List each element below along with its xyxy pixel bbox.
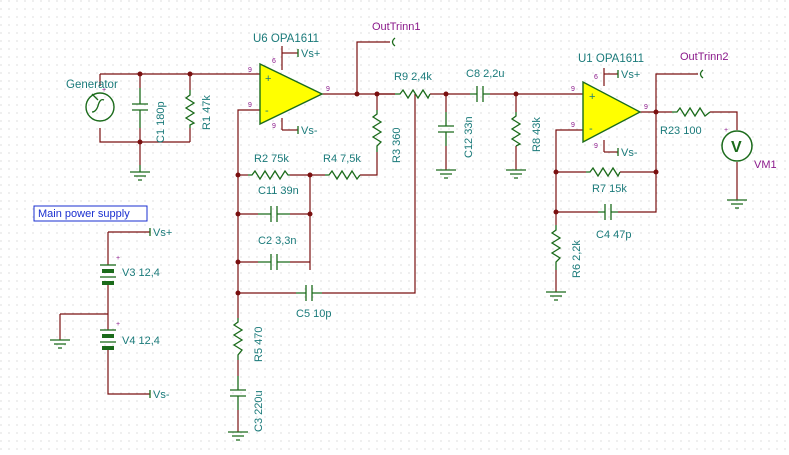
r3-resistor[interactable] <box>371 110 383 152</box>
u6-minus-sign: - <box>265 105 269 117</box>
r8-label: R8 43k <box>531 117 543 152</box>
u6-pin-label: 9 <box>272 123 276 130</box>
u6-pin-label: 9 <box>326 86 330 93</box>
r5-resistor[interactable] <box>232 318 244 360</box>
c3-capacitor[interactable] <box>230 376 246 410</box>
u6-vsminus-label: Vs- <box>301 125 318 137</box>
c3-label: C3 220u <box>253 390 265 432</box>
r9-label: R9 2,4k <box>394 71 432 83</box>
generator-symbol[interactable]: + <box>85 87 115 122</box>
r2-resistor[interactable] <box>248 169 290 181</box>
ground-symbol <box>506 169 526 179</box>
r5-label: R5 470 <box>253 327 265 362</box>
vm1-label: VM1 <box>754 159 777 171</box>
u1-pin-label: 9 <box>571 86 575 93</box>
outtrinn2-port <box>699 69 704 79</box>
v4-label: V4 12,4 <box>122 335 160 347</box>
r3-label: R3 360 <box>391 128 403 163</box>
r7-label: R7 15k <box>592 183 627 195</box>
supply-vsminus-port: Vs- <box>149 389 170 401</box>
c5-label: C5 10p <box>296 308 331 320</box>
c8-label: C8 2,2u <box>466 68 505 80</box>
generator-label: Generator <box>66 79 118 91</box>
u1-plus-sign: + <box>589 91 595 103</box>
ground-symbol <box>130 165 150 181</box>
r7-resistor[interactable] <box>586 166 621 178</box>
u6-pin-label: 9 <box>248 67 252 74</box>
c11-capacitor[interactable] <box>258 206 290 222</box>
ground-symbol <box>436 169 456 179</box>
u1-minus-sign: - <box>589 123 593 135</box>
vm1-voltmeter[interactable]: V + <box>721 127 753 162</box>
c4-capacitor[interactable] <box>598 204 618 220</box>
power-supply-box: Main power supply <box>33 205 148 222</box>
c11-label: C11 39n <box>258 185 299 197</box>
u1-vsplus-port: Vs+ <box>604 69 640 81</box>
c12-label: C12 33n <box>463 116 475 158</box>
u1-pin-label: 9 <box>644 104 648 111</box>
r6-resistor[interactable] <box>550 225 562 270</box>
u1-opamp[interactable]: + - 9 9 9 6 9 <box>571 74 648 150</box>
r8-resistor[interactable] <box>510 112 522 147</box>
c4-label: C4 47p <box>596 229 631 241</box>
c12-capacitor[interactable] <box>438 112 454 146</box>
ground-symbol <box>727 199 747 209</box>
u1-pin-label: 9 <box>571 122 575 129</box>
c1-capacitor[interactable] <box>132 88 148 128</box>
u6-opamp[interactable]: + - 9 9 9 6 9 <box>248 58 330 130</box>
supply-vsplus-label: Vs+ <box>153 227 172 239</box>
r6-label: R6 2,2k <box>571 240 583 278</box>
c2-capacitor[interactable] <box>258 254 290 270</box>
u1-pin-label: 9 <box>594 143 598 150</box>
u6-vsplus-port: Vs+ <box>282 48 320 60</box>
supply-vsminus-label: Vs- <box>153 389 170 401</box>
r23-resistor[interactable] <box>672 106 711 118</box>
r1-label: R1 47k <box>201 95 213 130</box>
c2-label: C2 3,3n <box>258 235 297 247</box>
u6-vsplus-label: Vs+ <box>301 48 320 60</box>
vm1-v-symbol: V <box>731 139 742 156</box>
power-supply-title: Main power supply <box>38 208 130 220</box>
u1-vsminus-port: Vs- <box>604 147 638 159</box>
u6-label: U6 OPA1611 <box>253 33 319 45</box>
vm1-plus: + <box>724 127 728 134</box>
outtrinn1-port <box>391 37 396 47</box>
ground-symbol <box>546 291 566 301</box>
u1-label: U1 OPA1611 <box>578 53 644 65</box>
c5-capacitor[interactable] <box>296 285 322 301</box>
u1-vsplus-label: Vs+ <box>621 69 640 81</box>
v4-battery[interactable]: + <box>100 321 120 350</box>
generator-plus: + <box>102 87 106 94</box>
supply-vsplus-port: Vs+ <box>149 227 172 239</box>
u1-vsminus-label: Vs- <box>621 147 638 159</box>
ground-symbol <box>50 339 70 349</box>
v3-plus: + <box>116 255 120 262</box>
r9-resistor[interactable] <box>395 88 431 100</box>
v3-label: V3 12,4 <box>122 267 160 279</box>
u6-pin-label: 6 <box>272 58 276 65</box>
v4-plus: + <box>116 321 120 328</box>
u6-pin-label: 9 <box>248 102 252 109</box>
outtrinn1-label: OutTrinn1 <box>372 21 421 33</box>
ground-symbol <box>228 431 248 441</box>
c8-capacitor[interactable] <box>470 86 490 102</box>
r4-label: R4 7,5k <box>323 153 361 165</box>
u6-vsminus-port: Vs- <box>282 125 318 137</box>
u6-plus-sign: + <box>265 73 271 85</box>
u1-pin-label: 6 <box>594 74 598 81</box>
r23-label: R23 100 <box>660 125 702 137</box>
r4-resistor[interactable] <box>325 169 361 181</box>
junctions <box>137 71 659 296</box>
c1-label: C1 180p <box>155 101 167 143</box>
r2-label: R2 75k <box>254 153 289 165</box>
r1-resistor[interactable] <box>184 90 196 128</box>
outtrinn2-label: OutTrinn2 <box>680 51 729 63</box>
v3-battery[interactable]: + <box>100 255 120 285</box>
